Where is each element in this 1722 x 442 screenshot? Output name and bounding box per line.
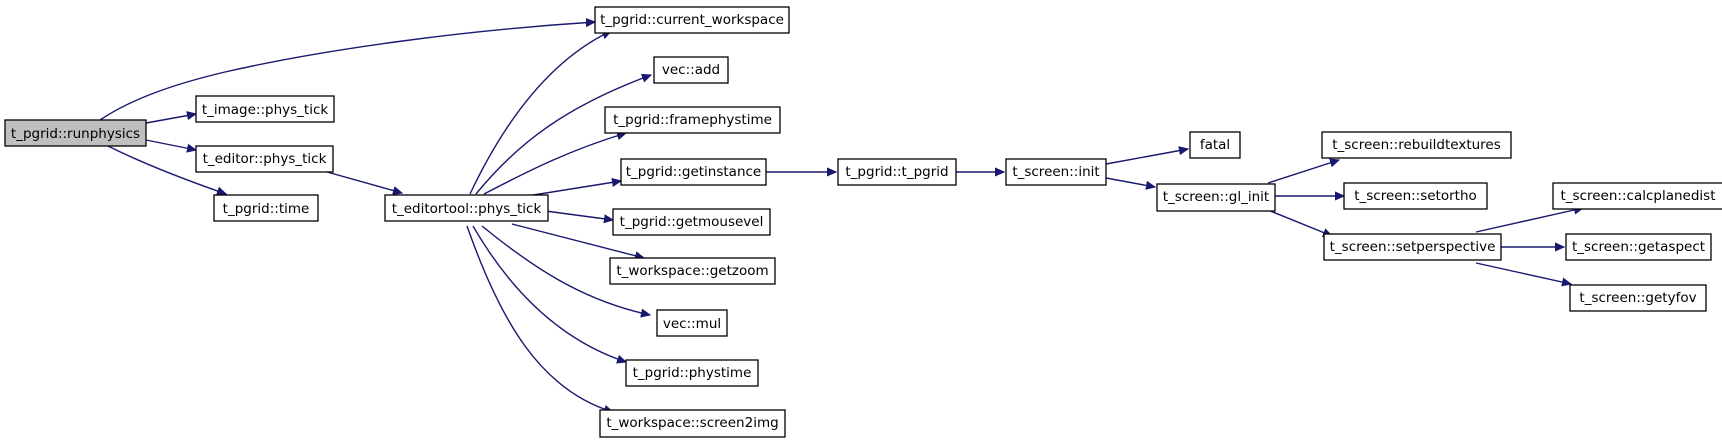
node-getinstance[interactable]: t_pgrid::getinstance [620, 158, 767, 186]
node-vec-add[interactable]: vec::add [653, 56, 729, 84]
node-image-phys-tick[interactable]: t_image::phys_tick [195, 95, 335, 123]
node-label-vec-mul: vec::mul [663, 316, 721, 332]
node-editortool-phys-tick[interactable]: t_editortool::phys_tick [384, 194, 549, 222]
node-label-rebuildtextures: t_screen::rebuildtextures [1332, 137, 1501, 153]
node-label-getyfov: t_screen::getyfov [1579, 290, 1696, 306]
node-label-gl-init: t_screen::gl_init [1163, 189, 1269, 205]
edge-setperspective-calcplanedist [1475, 208, 1583, 233]
node-label-phystime: t_pgrid::phystime [633, 365, 752, 381]
node-label-framephystime: t_pgrid::framephystime [613, 112, 772, 128]
edge-runphysics-current_workspace [99, 22, 595, 121]
node-label-getaspect: t_screen::getaspect [1572, 239, 1705, 255]
node-screen2img[interactable]: t_workspace::screen2img [599, 409, 786, 438]
node-label-screen2img: t_workspace::screen2img [606, 415, 778, 431]
node-phystime[interactable]: t_pgrid::phystime [625, 359, 759, 387]
edge-runphysics-pgrid_time [107, 145, 226, 194]
edges [99, 22, 1583, 412]
edge-gl_init-rebuildtextures [1267, 160, 1339, 184]
node-framephystime[interactable]: t_pgrid::framephystime [604, 106, 781, 134]
edge-screen_init-fatal [1105, 149, 1188, 165]
edge-editortool-phystime [472, 225, 626, 362]
edge-editortool-getzoom [511, 223, 644, 258]
node-fatal[interactable]: fatal [1189, 131, 1241, 159]
node-label-getinstance: t_pgrid::getinstance [626, 164, 762, 180]
node-getmousevel[interactable]: t_pgrid::getmousevel [612, 208, 771, 236]
node-gl-init[interactable]: t_screen::gl_init [1156, 183, 1276, 212]
node-runphysics[interactable]: t_pgrid::runphysics [4, 119, 147, 147]
node-setperspective[interactable]: t_screen::setperspective [1323, 233, 1502, 261]
node-getzoom[interactable]: t_workspace::getzoom [609, 257, 776, 285]
edge-setperspective-getyfov [1475, 262, 1571, 284]
node-label-setortho: t_screen::setortho [1354, 188, 1477, 204]
edge-editortool-getinstance [526, 181, 621, 197]
node-calcplanedist[interactable]: t_screen::calcplanedist [1552, 182, 1722, 210]
edge-gl_init-setperspective [1267, 209, 1332, 236]
nodes: t_pgrid::runphysics t_pgrid::current_wor… [4, 6, 1722, 438]
edge-editortool-framephystime [483, 133, 626, 195]
node-rebuildtextures[interactable]: t_screen::rebuildtextures [1321, 131, 1512, 159]
edge-editortool-screen2img [466, 225, 613, 412]
node-t-pgrid[interactable]: t_pgrid::t_pgrid [837, 158, 957, 186]
node-label-calcplanedist: t_screen::calcplanedist [1561, 188, 1716, 204]
edge-editortool-getmousevel [537, 209, 613, 220]
node-label-editortool-phys-tick: t_editortool::phys_tick [392, 201, 542, 217]
node-label-getzoom: t_workspace::getzoom [616, 263, 768, 279]
node-screen-init[interactable]: t_screen::init [1005, 158, 1107, 186]
edge-runphysics-image_phys_tick [145, 114, 196, 124]
edge-editortool-vec_mul [481, 225, 650, 315]
node-label-editor-phys-tick: t_editor::phys_tick [203, 151, 327, 167]
node-label-image-phys-tick: t_image::phys_tick [202, 102, 329, 118]
node-label-vec-add: vec::add [662, 62, 720, 78]
edge-editortool-vec_add [475, 75, 651, 195]
edge-screen_init-gl_init [1105, 177, 1155, 187]
node-editor-phys-tick[interactable]: t_editor::phys_tick [195, 145, 334, 173]
edge-runphysics-editor_phys_tick [145, 139, 196, 150]
node-label-fatal: fatal [1200, 137, 1230, 153]
node-label-current-workspace: t_pgrid::current_workspace [600, 12, 784, 28]
node-getaspect[interactable]: t_screen::getaspect [1565, 233, 1712, 261]
node-label-pgrid-time: t_pgrid::time [223, 201, 310, 217]
node-setortho[interactable]: t_screen::setortho [1343, 182, 1488, 210]
node-label-screen-init: t_screen::init [1012, 164, 1099, 180]
edge-editor_phys_tick-editortool_phys_tick [319, 169, 402, 193]
node-label-getmousevel: t_pgrid::getmousevel [620, 214, 764, 230]
node-label-setperspective: t_screen::setperspective [1330, 239, 1496, 255]
node-pgrid-time[interactable]: t_pgrid::time [213, 194, 319, 222]
edge-editortool-current_workspace [469, 30, 611, 195]
node-getyfov[interactable]: t_screen::getyfov [1569, 284, 1707, 312]
node-label-runphysics: t_pgrid::runphysics [11, 126, 140, 142]
node-current-workspace[interactable]: t_pgrid::current_workspace [594, 6, 790, 34]
node-label-t-pgrid: t_pgrid::t_pgrid [845, 164, 948, 180]
node-vec-mul[interactable]: vec::mul [656, 309, 728, 337]
